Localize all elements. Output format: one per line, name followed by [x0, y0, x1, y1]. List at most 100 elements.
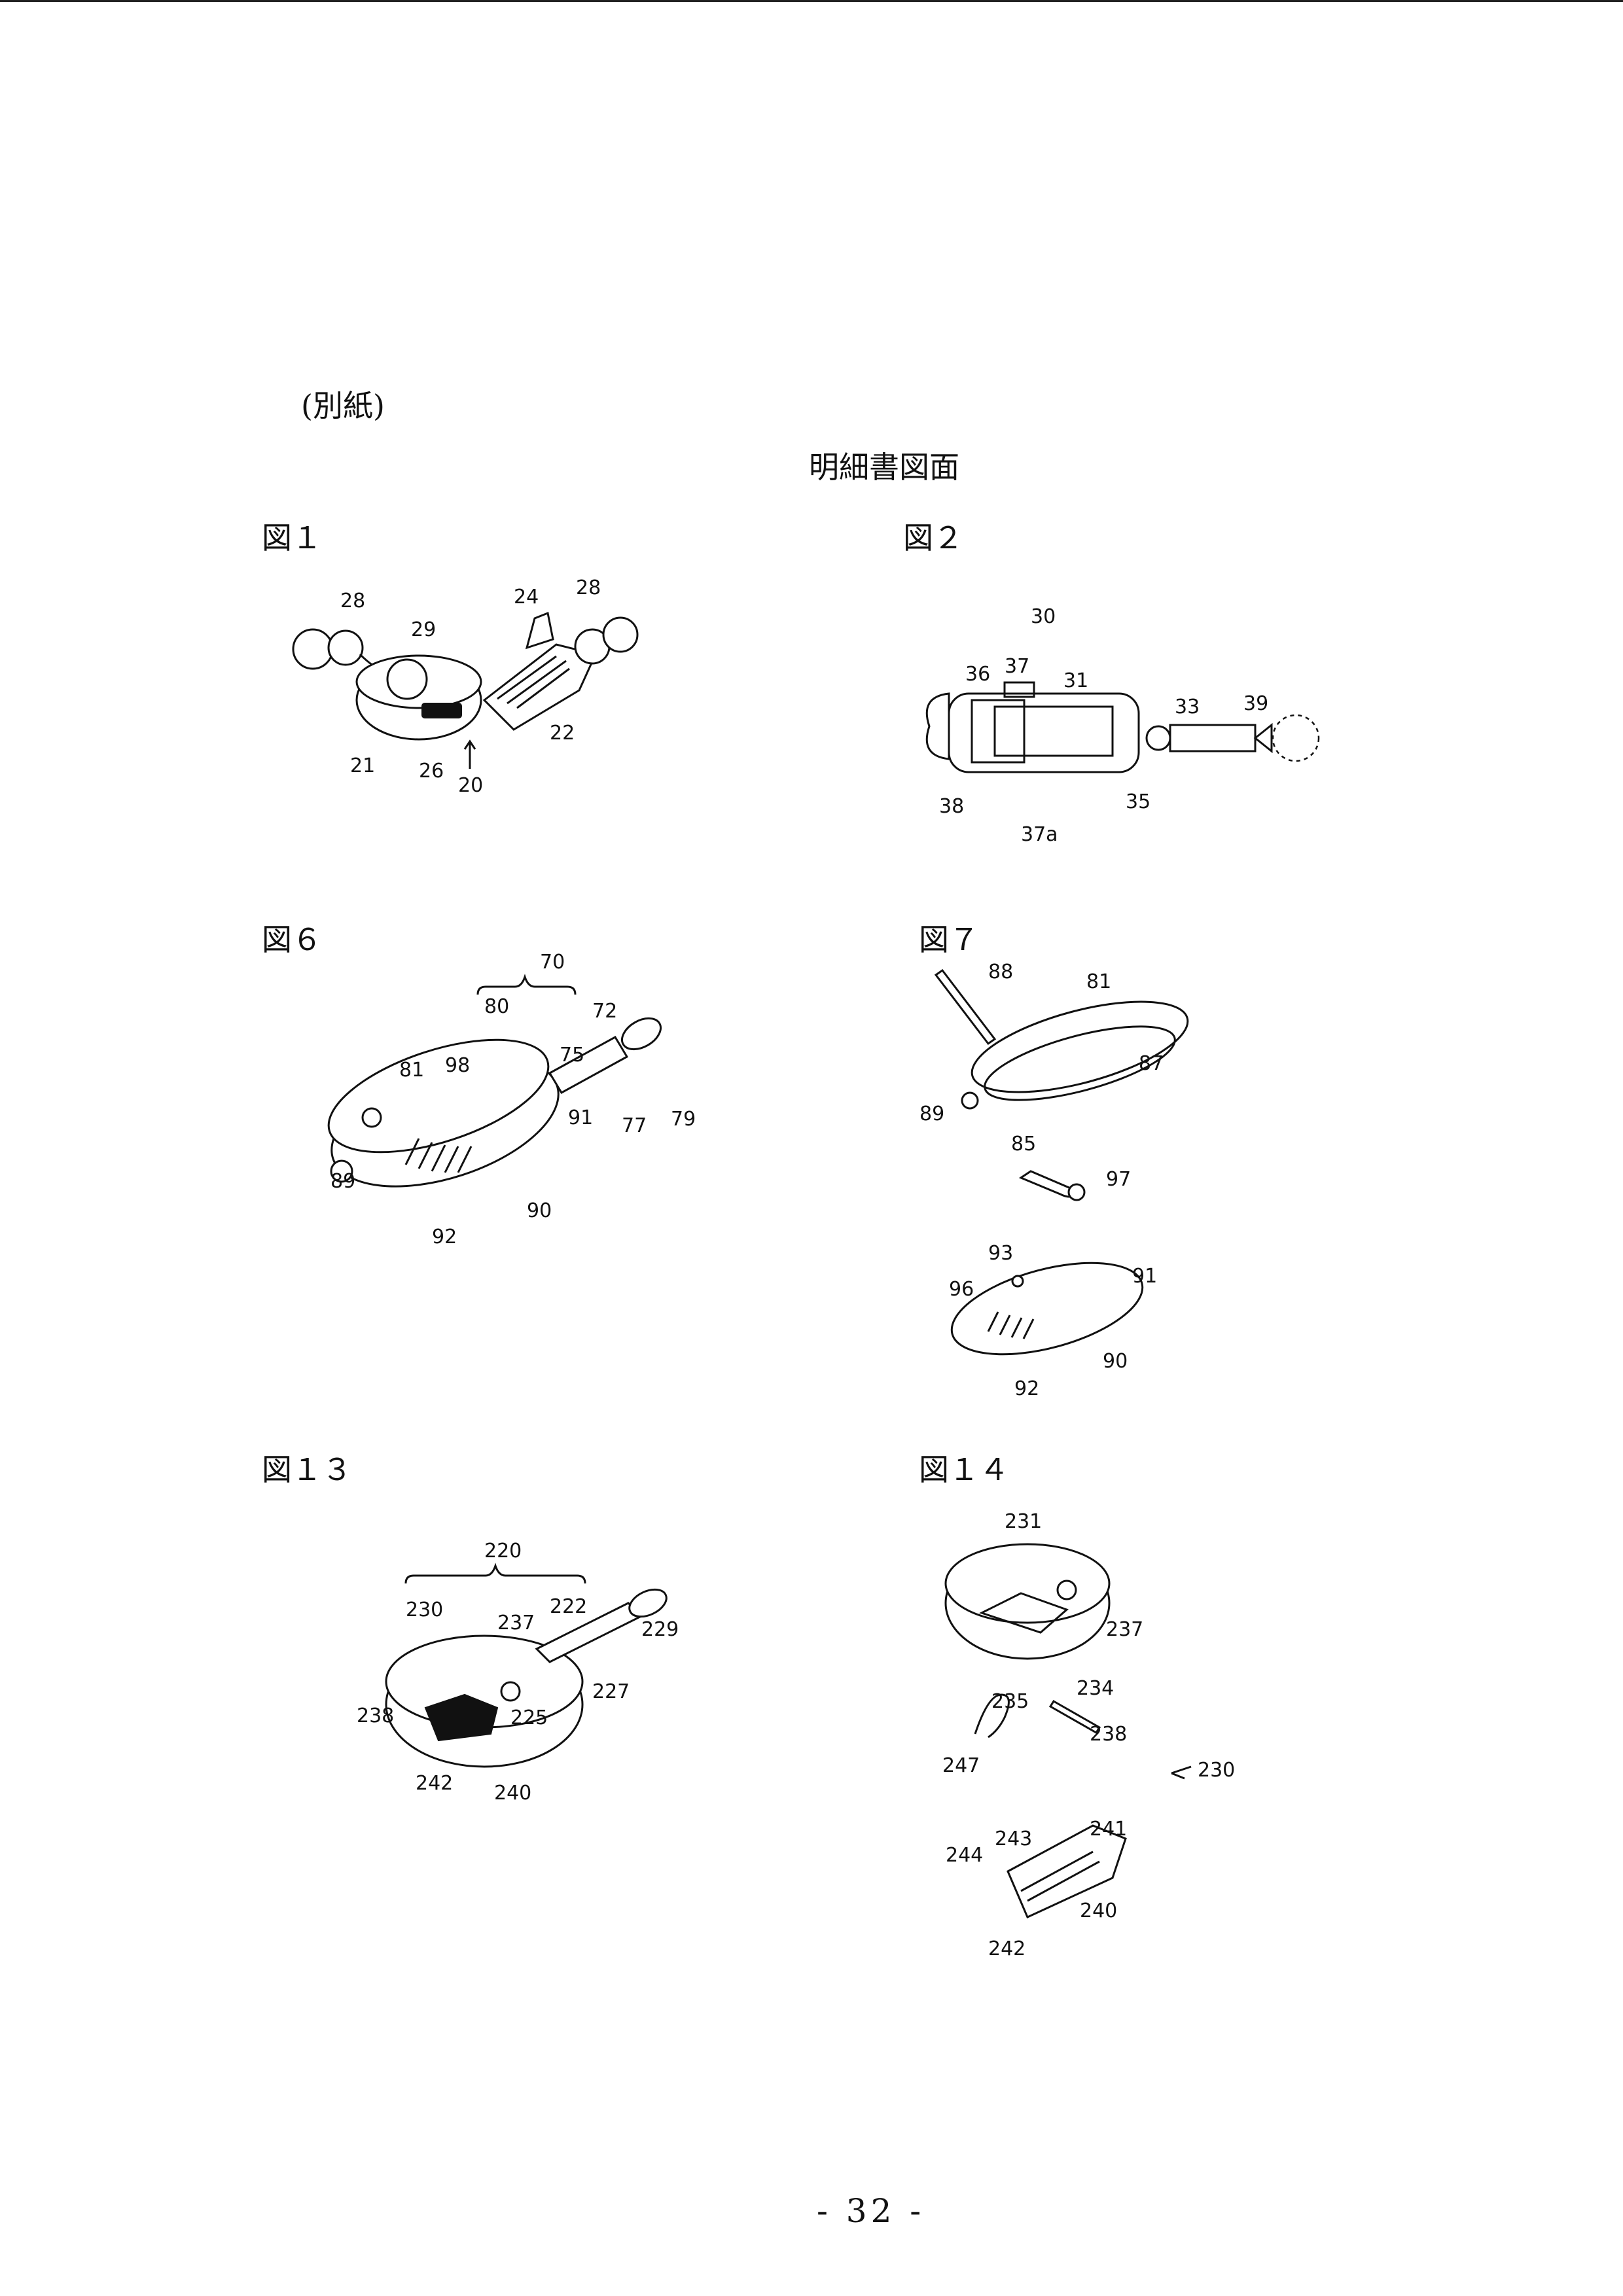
- ref-numeral: 85: [1011, 1133, 1036, 1156]
- ref-numeral: 37: [1005, 655, 1029, 678]
- arm-ring: [628, 1588, 668, 1618]
- ref-numeral: 242: [988, 1937, 1026, 1960]
- ref-numeral: 244: [946, 1844, 983, 1867]
- ref-numeral: 36: [965, 663, 990, 686]
- ref-numeral: 234: [1077, 1677, 1114, 1700]
- ref-numeral: 75: [560, 1044, 584, 1067]
- ref-numeral: 98: [445, 1054, 470, 1077]
- ref-numeral: 222: [550, 1595, 587, 1618]
- end-cap-left: [925, 692, 950, 760]
- figure-6-drawing: 70 80 72 81 98 75 77 79 91 89 92 90: [327, 951, 696, 1248]
- ref-numeral: 81: [1086, 970, 1111, 993]
- ref-numeral: 247: [942, 1754, 980, 1777]
- ref-numeral: 90: [1103, 1350, 1128, 1373]
- ref-numeral: 89: [330, 1170, 355, 1193]
- bead-ball: [327, 629, 364, 666]
- cap-rim: [944, 1543, 1111, 1624]
- ref-numeral: 29: [411, 618, 436, 641]
- vent-slots: [404, 1138, 473, 1173]
- ref-numeral: 229: [641, 1618, 679, 1641]
- dashed-ball: [1272, 714, 1320, 762]
- ref-numeral: 91: [568, 1106, 593, 1129]
- figure-14-drawing: 231 237 234 235 238 247 230 243 241 244 …: [942, 1510, 1235, 1960]
- ref-numeral: 24: [514, 586, 539, 609]
- hole: [361, 1107, 382, 1128]
- ref-numeral: 237: [497, 1612, 535, 1634]
- ref-numeral: 220: [484, 1540, 522, 1563]
- ref-numeral: 81: [399, 1059, 424, 1082]
- ref-numeral: 93: [988, 1242, 1013, 1265]
- ref-numeral: 243: [995, 1828, 1032, 1850]
- spring-coil: [1067, 1183, 1086, 1201]
- ref-numeral: 240: [494, 1782, 531, 1805]
- page-heading: 明細書図面: [809, 450, 959, 485]
- ref-numeral: 97: [1106, 1168, 1131, 1191]
- figure-2-drawing: 30 36 37 31 33 39 38 35 37a: [925, 605, 1320, 846]
- figure-label: 図１４: [919, 1452, 1009, 1487]
- clip-grooves: [1020, 1850, 1100, 1902]
- figure-label: 図２: [903, 520, 963, 556]
- ref-numeral: 89: [919, 1103, 944, 1125]
- ref-numeral: 241: [1090, 1818, 1127, 1841]
- hole: [500, 1681, 521, 1702]
- clip-lever: [525, 611, 554, 650]
- ref-arrow: [1171, 1765, 1192, 1780]
- ref-numeral: 20: [458, 774, 483, 797]
- ref-numeral: 230: [1198, 1759, 1235, 1782]
- figure-label: 図７: [919, 922, 979, 957]
- clip-grooves: [497, 655, 570, 709]
- figure-13-drawing: 220 230 237 222 229 227 225 238 242 240: [357, 1540, 679, 1805]
- ref-numeral: 38: [939, 795, 964, 818]
- shaft-flare: [1253, 722, 1273, 754]
- shaft-joint: [1145, 725, 1171, 751]
- ref-numeral: 237: [1106, 1618, 1143, 1641]
- ref-numeral: 88: [988, 961, 1013, 983]
- bead-ball: [292, 628, 334, 670]
- ref-arrow: [463, 739, 476, 769]
- ref-numeral: 26: [419, 760, 444, 783]
- arm-ring: [621, 1017, 662, 1051]
- top-button: [1003, 681, 1035, 698]
- housing: [948, 692, 1140, 773]
- ref-numeral: 30: [1031, 605, 1056, 628]
- ref-numeral: 240: [1080, 1899, 1117, 1922]
- ring-eye: [961, 1091, 979, 1110]
- case-upper: [327, 1038, 550, 1154]
- ref-numeral: 230: [406, 1598, 443, 1621]
- figure-7-drawing: 88 81 87 89 85 97 93 91 96 92 90: [919, 961, 1189, 1400]
- lower-case: [950, 1262, 1144, 1356]
- vent-slots: [987, 1311, 1035, 1339]
- ref-numeral: 96: [949, 1278, 974, 1301]
- ref-numeral: 70: [540, 951, 565, 974]
- ref-numeral: 238: [357, 1704, 394, 1727]
- reel-window: [421, 703, 462, 718]
- ref-numeral: 33: [1175, 696, 1200, 718]
- ref-numeral: 242: [416, 1772, 453, 1795]
- brace: [476, 974, 577, 995]
- ref-numeral: 72: [592, 1000, 617, 1023]
- pin: [934, 968, 997, 1046]
- ref-numeral: 35: [1126, 790, 1150, 813]
- ref-numeral: 28: [340, 590, 365, 612]
- pin: [1048, 1699, 1101, 1735]
- figure-label: 図１３: [262, 1452, 352, 1487]
- bead-ball: [602, 616, 639, 653]
- clip-body: [482, 643, 597, 731]
- ref-numeral: 227: [592, 1680, 630, 1703]
- figure-label: 図１: [262, 520, 322, 556]
- upper-case: [971, 1000, 1189, 1093]
- figure-1-drawing: 28 29 24 28 22 21 26 20: [292, 576, 639, 797]
- ref-numeral: 92: [432, 1226, 457, 1248]
- figure-label: 図６: [262, 922, 322, 957]
- clip-body: [1007, 1824, 1127, 1919]
- spring: [974, 1693, 1010, 1739]
- inner-block: [971, 699, 1026, 764]
- ref-numeral: 22: [550, 722, 575, 745]
- ref-numeral: 37a: [1021, 823, 1058, 846]
- hole: [1056, 1580, 1077, 1600]
- ref-numeral: 225: [510, 1706, 548, 1729]
- ref-numeral: 92: [1014, 1377, 1039, 1400]
- ref-numeral: 231: [1005, 1510, 1042, 1533]
- ref-numeral: 91: [1132, 1265, 1157, 1288]
- ref-numeral: 80: [484, 995, 509, 1018]
